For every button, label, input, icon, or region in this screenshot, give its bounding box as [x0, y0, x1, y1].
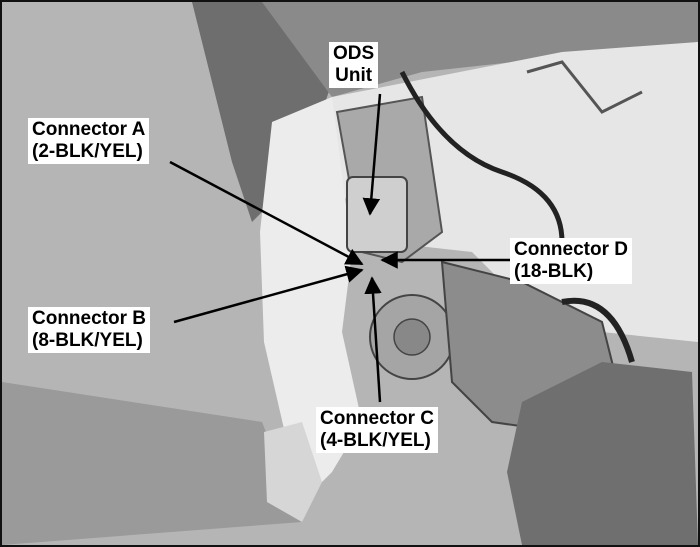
seat-wire-spring [526, 60, 643, 114]
connector-a-label-line2: (2-BLK/YEL) [32, 141, 143, 162]
connector-d-label-line1: Connector D [514, 239, 628, 260]
ods-unit-label-line2: Unit [335, 65, 373, 86]
connector-d-label-line2: (18-BLK) [514, 261, 594, 282]
connector-c-label-line2: (4-BLK/YEL) [320, 430, 431, 451]
wire-harness [399, 70, 565, 243]
floor [2, 382, 302, 545]
connector-b-arrow [173, 265, 364, 324]
ods-unit-box [346, 176, 408, 253]
ods-unit-label-line1: ODS [333, 43, 375, 64]
connector-c-label: Connector C (4-BLK/YEL) [316, 407, 438, 453]
left-hand [264, 422, 322, 522]
connector-a-label-line1: Connector A [32, 119, 146, 140]
connector-b-label: Connector B (8-BLK/YEL) [28, 307, 150, 353]
ods-unit-label: ODS Unit [329, 42, 379, 88]
ods-unit-arrow [362, 93, 382, 216]
foam-side [260, 97, 362, 502]
connector-a-label: Connector A (2-BLK/YEL) [28, 118, 150, 164]
hand [507, 362, 698, 545]
connector-b-label-line2: (8-BLK/YEL) [32, 330, 143, 351]
connector-c-label-line1: Connector C [320, 408, 434, 429]
connector-b-label-line1: Connector B [32, 308, 146, 329]
connector-c-arrow [364, 276, 382, 403]
connector-a-arrow [169, 160, 364, 266]
connector-d-label: Connector D (18-BLK) [510, 238, 632, 284]
